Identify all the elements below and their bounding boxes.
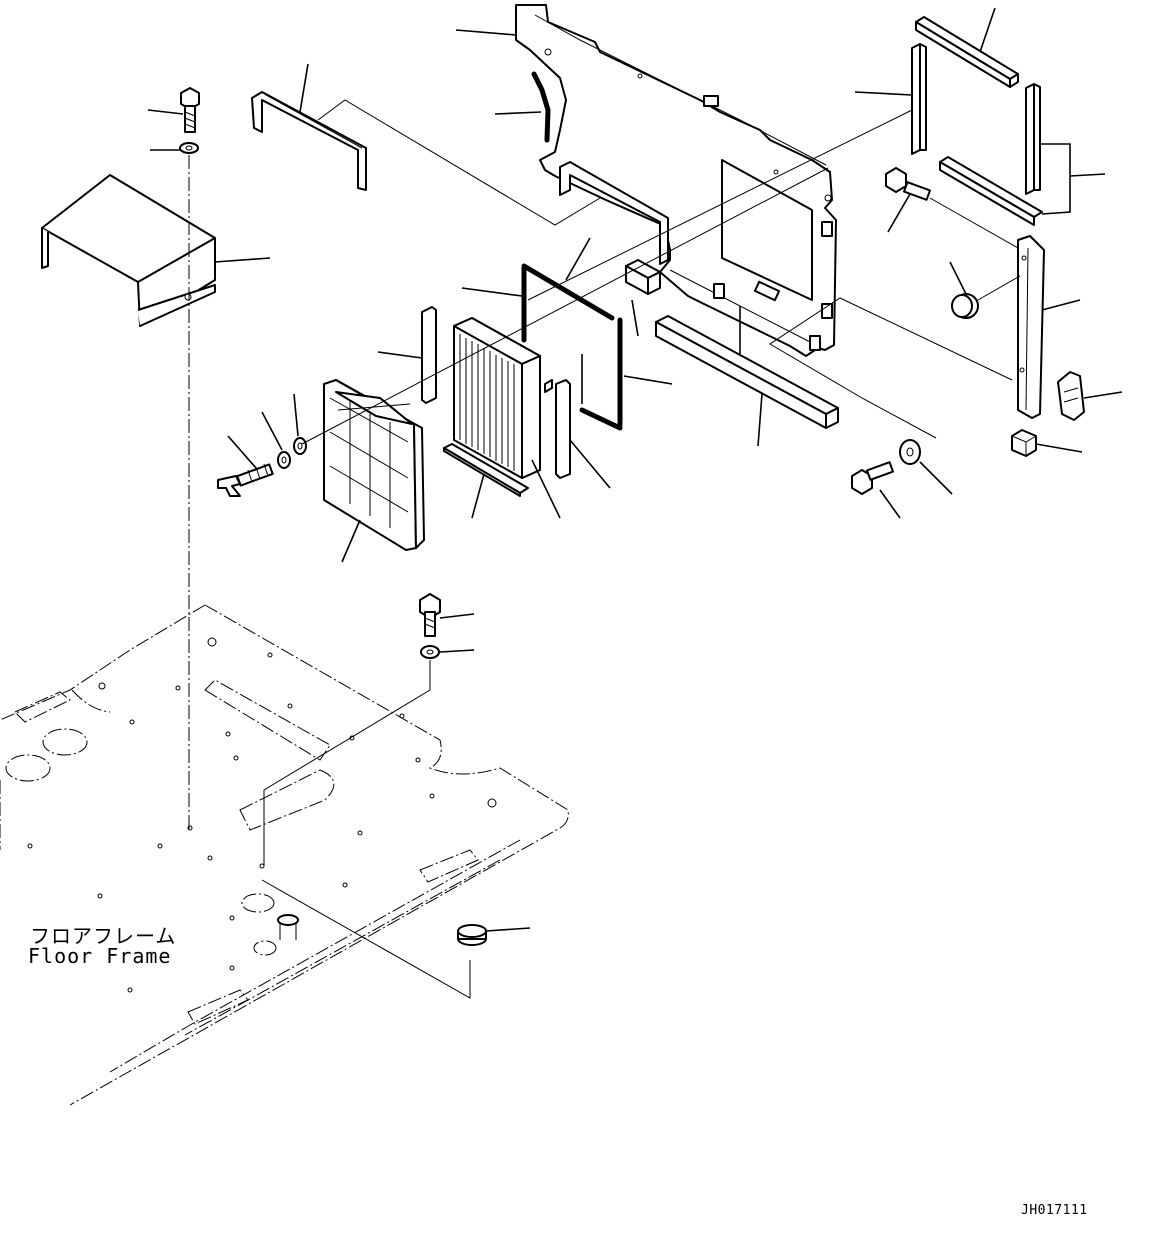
handle-guide-line bbox=[317, 99, 606, 226]
seal-sponges-right bbox=[854, 7, 1106, 226]
mount-bolt-front bbox=[769, 297, 1013, 519]
floor-frame-label-jp: フロアフレーム bbox=[30, 924, 177, 948]
handle-bar bbox=[251, 63, 367, 191]
guide-line-grille bbox=[301, 167, 829, 445]
mount-bolt-middle bbox=[263, 593, 475, 866]
round-plug-right bbox=[949, 261, 1021, 319]
washers bbox=[261, 393, 307, 469]
floor-frame bbox=[0, 604, 569, 1106]
long-block-seal bbox=[655, 315, 839, 447]
floor-frame-label-en: Floor Frame bbox=[28, 944, 172, 968]
cover-bolt bbox=[147, 87, 200, 830]
inner-frame-channel bbox=[559, 161, 669, 265]
left-cover bbox=[41, 174, 271, 327]
floor-plug bbox=[261, 879, 531, 999]
small-block-seal bbox=[625, 259, 661, 337]
seal-strip-curved bbox=[531, 71, 551, 143]
air-filter-element bbox=[453, 317, 561, 519]
filter-cover-grille bbox=[323, 379, 425, 563]
drawing-id: JH017111 bbox=[1021, 1203, 1088, 1218]
wing-bolt bbox=[217, 435, 274, 497]
rear-panel bbox=[455, 4, 837, 357]
guide-line-filter bbox=[527, 109, 913, 301]
right-bracket bbox=[1011, 235, 1123, 457]
right-bolt bbox=[885, 167, 1019, 249]
